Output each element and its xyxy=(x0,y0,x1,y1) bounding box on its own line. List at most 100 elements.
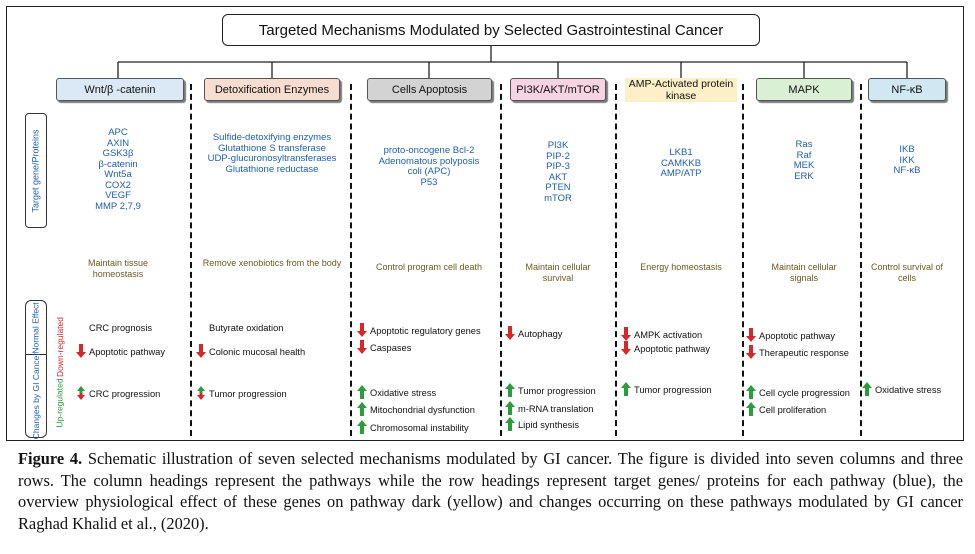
target-gene: Glutathione S transferase xyxy=(218,142,326,154)
target-gene: Glutathione reductase xyxy=(225,163,319,175)
up-arrow-icon xyxy=(357,385,367,399)
target-gene: COX2 xyxy=(105,179,131,191)
change-arrow-slot xyxy=(76,344,86,360)
row-label-changes: Changes by GI Cancer xyxy=(26,352,46,440)
change-text: Oxidative stress xyxy=(875,385,942,395)
pathway-header: AMP-Activated protein kinase xyxy=(625,78,737,102)
target-gene: GSK3β xyxy=(102,148,134,159)
column-separator xyxy=(500,84,502,436)
change-item: Therapeutic response xyxy=(746,345,849,361)
change-arrow-slot xyxy=(196,386,206,402)
change-arrow-slot xyxy=(357,385,367,401)
caption-label: Figure 4. xyxy=(18,449,83,468)
change-text: Butyrate oxidation xyxy=(209,323,284,333)
change-arrow-slot xyxy=(357,340,367,356)
down-arrow-icon xyxy=(505,326,515,340)
target-gene: mTOR xyxy=(544,192,572,204)
change-text: AMPK activation xyxy=(634,330,703,340)
target-gene: IKK xyxy=(899,154,915,166)
up-arrow-icon xyxy=(357,402,367,416)
row-label-normal: Normal Effect xyxy=(26,302,46,355)
pathway-header: MAPK xyxy=(756,78,852,101)
column-separator xyxy=(350,84,352,436)
change-item: Oxidative stress xyxy=(357,385,436,401)
target-gene: Raf xyxy=(796,149,812,161)
target-gene: LKB1 xyxy=(669,147,693,158)
up-arrow-icon xyxy=(862,382,872,396)
normal-effect: Maintain cellular survival xyxy=(525,262,591,283)
change-arrow-slot xyxy=(505,383,515,399)
target-gene: IKB xyxy=(899,144,915,155)
target-gene: CAMKKB xyxy=(660,157,702,169)
change-item: Lipid synthesis xyxy=(505,417,579,433)
change-item: Cell proliferation xyxy=(746,402,826,418)
row-label-target: Target gene/Proteins xyxy=(25,113,47,228)
change-arrow-slot xyxy=(357,420,367,436)
change-text: Apoptotic pathway xyxy=(89,347,165,357)
target-gene: Adenomatous polyposis xyxy=(378,155,480,167)
change-text: Apoptotic pathway xyxy=(759,331,835,341)
change-arrow-slot xyxy=(505,326,515,342)
up-arrow-icon xyxy=(505,401,515,415)
change-item: Tumor progression xyxy=(621,382,712,398)
caption-text: Schematic illustration of seven selected… xyxy=(18,449,963,533)
normal-effect: Maintain tissue homeostasis xyxy=(87,258,149,279)
change-item: Cell cycle progression xyxy=(746,385,850,401)
change-text: Tumor progression xyxy=(518,386,596,396)
change-item: Apoptotic regulatory genes xyxy=(357,323,481,339)
change-item: Butyrate oxidation xyxy=(196,323,283,333)
change-item: CRC prognosis xyxy=(76,323,152,333)
target-gene: coli (APC) xyxy=(407,166,451,177)
up-down-arrow-icon xyxy=(197,386,205,400)
change-text: Caspases xyxy=(370,343,412,353)
pathway-header: Wnt/β -catenin xyxy=(56,78,184,101)
diagram-title: Targeted Mechanisms Modulated by Selecte… xyxy=(222,14,760,46)
column-separator xyxy=(615,84,617,436)
up-arrow-icon xyxy=(505,383,515,397)
target-gene: MMP 2,7,9 xyxy=(95,200,141,212)
target-gene: PI3K xyxy=(547,140,569,151)
column-separator xyxy=(742,84,744,436)
change-text: Mitochondrial dysfunction xyxy=(370,405,475,415)
row-label-changes-text: Changes by GI Cancer xyxy=(31,352,41,440)
change-item: Apoptotic pathway xyxy=(621,341,710,357)
change-arrow-slot xyxy=(746,385,756,401)
change-item: Tumor progression xyxy=(505,383,596,399)
change-item: Oxidative stress xyxy=(862,382,941,398)
target-gene: UDP-glucuronosyltransferases xyxy=(207,153,337,164)
change-text: Tumor progression xyxy=(209,389,287,399)
target-gene: APC xyxy=(108,127,128,138)
target-gene: PIP-3 xyxy=(546,161,570,172)
down-arrow-icon xyxy=(196,344,206,358)
target-gene: ERK xyxy=(794,170,814,182)
down-arrow-icon xyxy=(621,327,631,341)
change-arrow-slot xyxy=(357,402,367,418)
change-text: Colonic mucosal health xyxy=(209,347,306,357)
figure-caption: Figure 4. Schematic illustration of seve… xyxy=(18,448,963,534)
title-connectors xyxy=(117,46,908,78)
target-gene: P53 xyxy=(420,176,438,188)
change-arrow-slot xyxy=(621,327,631,343)
target-gene: VEGF xyxy=(105,190,131,201)
change-arrow-slot xyxy=(196,344,206,360)
target-gene: AKT xyxy=(548,171,568,183)
change-arrow-slot xyxy=(746,328,756,344)
change-arrow-slot xyxy=(505,417,515,433)
change-item: Apoptotic pathway xyxy=(76,344,165,360)
change-text: CRC progression xyxy=(89,389,161,399)
change-item: CRC progression xyxy=(76,386,160,402)
up-arrow-icon xyxy=(746,385,756,399)
change-arrow-slot xyxy=(505,401,515,417)
pathway-header: Detoxification Enzymes xyxy=(204,78,340,101)
row-label-changes-box xyxy=(25,300,47,438)
change-text: Lipid synthesis xyxy=(518,420,579,430)
up-arrow-icon xyxy=(357,420,367,434)
change-item: Apoptotic pathway xyxy=(746,328,835,344)
change-item: Chromosomal instability xyxy=(357,420,469,436)
down-arrow-icon xyxy=(621,341,631,355)
change-text: CRC prognosis xyxy=(89,323,153,333)
